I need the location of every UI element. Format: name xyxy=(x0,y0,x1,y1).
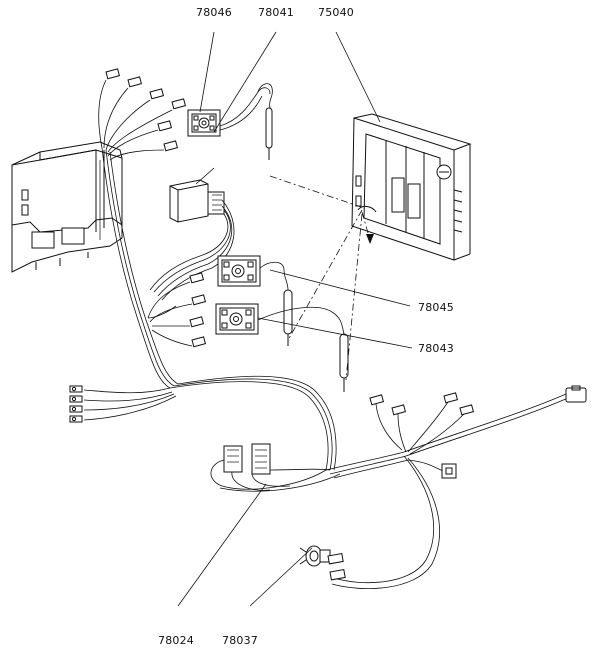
main-harness xyxy=(83,147,337,471)
relay-module xyxy=(149,179,235,301)
right-harness xyxy=(331,385,587,589)
terminal-connectors-top xyxy=(98,68,187,161)
label-78045: 78045 xyxy=(418,301,454,314)
control-housing xyxy=(11,141,123,273)
label-78024: 78024 xyxy=(158,634,194,647)
label-78046: 78046 xyxy=(196,6,232,19)
terminal-connectors-middle xyxy=(147,272,207,348)
ring-terminals-left xyxy=(69,385,177,423)
thermostat-78045 xyxy=(217,255,293,346)
harness-connectors-78024 xyxy=(210,443,409,492)
label-78043: 78043 xyxy=(418,342,454,355)
leader-lines xyxy=(177,31,413,607)
front-panel-75040 xyxy=(351,113,472,261)
thermostat-78043 xyxy=(215,303,349,392)
label-78041: 78041 xyxy=(258,6,294,19)
capillary-bulb-78041 xyxy=(257,83,273,160)
label-75040: 75040 xyxy=(318,6,354,19)
label-78037: 78037 xyxy=(222,634,258,647)
switch-78037 xyxy=(299,545,346,581)
assembly-lines xyxy=(269,175,374,381)
